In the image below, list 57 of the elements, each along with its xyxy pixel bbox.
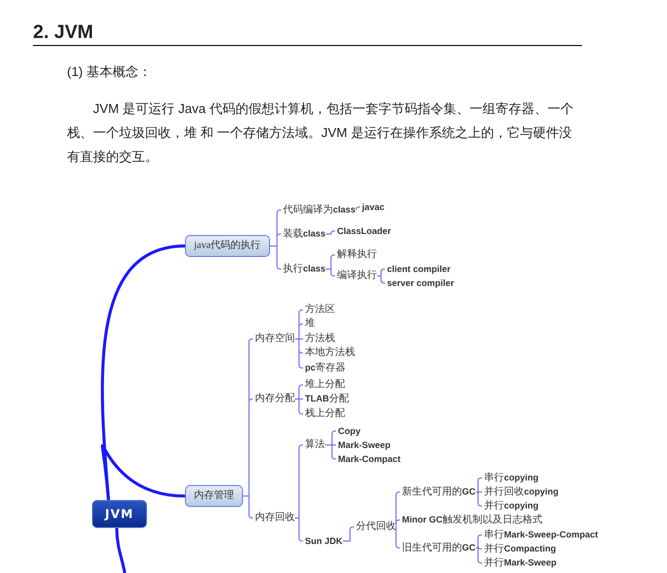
- branch-label: 解释执行: [337, 249, 377, 261]
- branch-label: Minor GC触发机制以及日志格式: [402, 514, 542, 526]
- branch-label: Sun JDK: [305, 535, 343, 547]
- branch-label: Mark-Sweep: [338, 439, 391, 451]
- branch-label: 内存回收: [255, 512, 295, 524]
- branch-label: Mark-Compact: [338, 453, 401, 465]
- branch-label: 本地方法栈: [305, 347, 355, 359]
- branch-label: javac: [362, 201, 385, 213]
- branch-label: 堆: [305, 318, 315, 330]
- topic-box: 内存管理: [185, 485, 243, 507]
- branch-label: 方法区: [305, 304, 335, 316]
- connector: [396, 520, 400, 528]
- connector: [100, 244, 186, 500]
- branch-label: 并行copying: [484, 500, 539, 512]
- connector: [342, 526, 354, 542]
- branch-label: 串行Mark-Sweep-Compact: [484, 528, 598, 542]
- branch-label: 旧生代可用的GC: [402, 542, 476, 554]
- paragraph: JVM 是可运行 Java 代码的假想计算机，包括一套字节码指令集、一组寄存器、一个栈、一个垃圾回收，堆 和 一个存储方法域。JVM 是运行在操作系统之上的，它与硬件没有直接的交互。: [67, 100, 574, 166]
- branch-label: ClassLoader: [337, 225, 392, 237]
- branch-label: TLAB分配: [305, 392, 349, 406]
- branch-label: pc寄存器: [305, 362, 346, 374]
- connector: [100, 444, 186, 500]
- connector: [396, 526, 400, 548]
- connector: [476, 478, 482, 492]
- connector: [356, 206, 360, 210]
- branch-label: Copy: [338, 425, 360, 437]
- connector: [326, 268, 336, 276]
- branch-label: 内存空间: [255, 333, 295, 345]
- branch-label: server compiler: [387, 277, 454, 289]
- branch-label: 方法栈: [305, 333, 335, 345]
- branch-label: 并行回收copying: [484, 486, 559, 498]
- topic-box: java代码的执行: [185, 235, 270, 257]
- branch-label: 栈上分配: [305, 408, 345, 420]
- connector: [242, 496, 254, 518]
- branch-label: 串行copying: [484, 472, 539, 484]
- branch-label: 算法: [305, 439, 325, 451]
- connector: [476, 492, 482, 506]
- branch-label: 执行class: [283, 262, 326, 276]
- connector: [476, 548, 482, 564]
- branch-label: 新生代可用的GC: [402, 486, 476, 498]
- branch-label: 代码编译为class: [283, 204, 356, 216]
- connector: [376, 276, 386, 284]
- branch-label: 并行Compacting: [484, 542, 556, 556]
- subheading: (1) 基本概念：: [67, 63, 152, 81]
- branch-label: 内存分配: [255, 393, 295, 405]
- connector: [326, 230, 336, 234]
- branch-label: client compiler: [387, 263, 451, 275]
- connector: [115, 528, 126, 573]
- section-heading: 2. JVM: [33, 22, 582, 46]
- branch-label: 装载class: [283, 228, 326, 240]
- branch-label: 堆上分配: [305, 379, 345, 391]
- topic-box: JVM: [92, 500, 147, 528]
- branch-label: 分代回收: [356, 521, 396, 533]
- branch-label: 并行Mark-Sweep: [484, 556, 557, 570]
- branch-label: 编译执行: [337, 270, 377, 282]
- connector: [476, 534, 482, 548]
- connector: [476, 546, 482, 550]
